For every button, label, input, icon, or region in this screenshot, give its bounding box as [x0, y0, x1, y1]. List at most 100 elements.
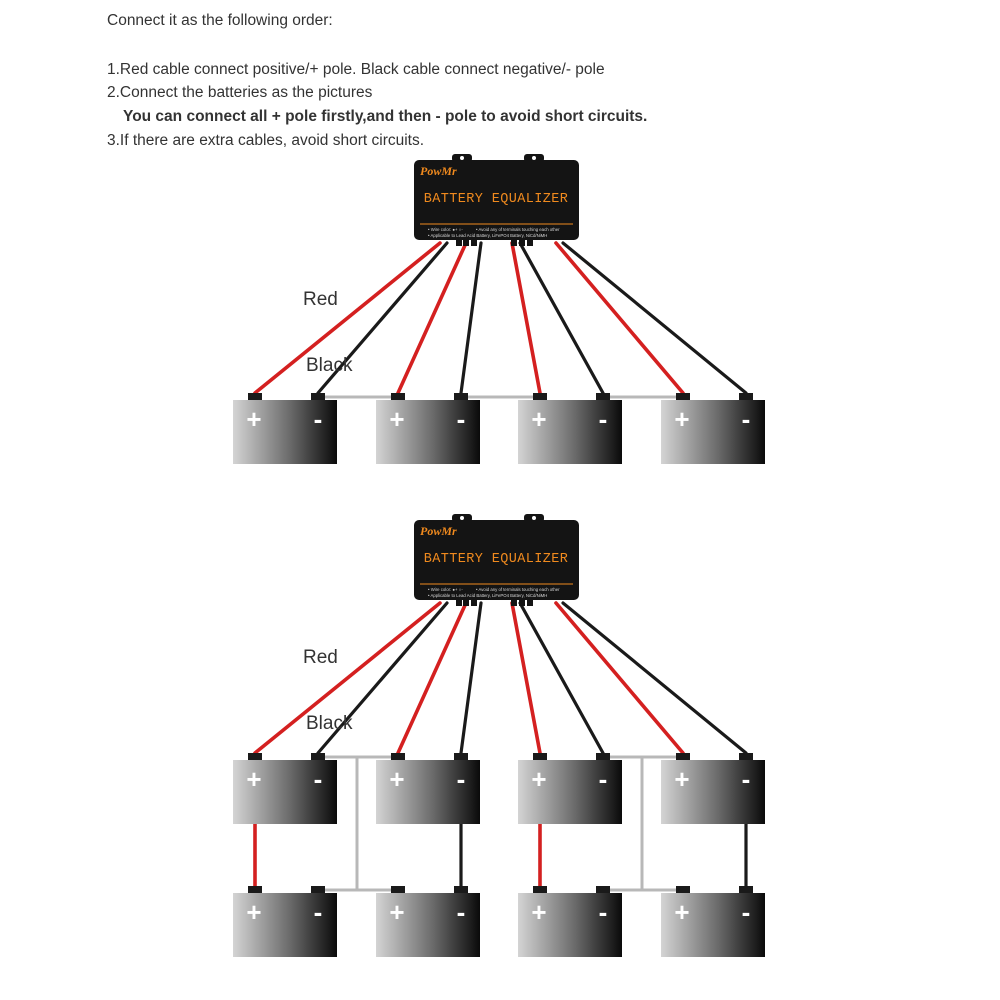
red-cable-label: Red	[303, 647, 338, 668]
minus-sign: -	[742, 764, 751, 794]
terminal-clip	[456, 598, 462, 606]
battery-lower-1: +-	[233, 886, 337, 957]
plus-sign: +	[674, 897, 689, 927]
negative-terminal	[311, 393, 325, 400]
terminal-clip	[471, 238, 477, 246]
equalizer-note: • Avoid any of terminals touching each o…	[476, 227, 560, 232]
positive-terminal	[533, 393, 547, 400]
plus-sign: +	[246, 764, 261, 794]
terminal-clip	[519, 598, 525, 606]
equalizer-body	[414, 520, 579, 600]
positive-terminal	[533, 753, 547, 760]
positive-terminal	[248, 753, 262, 760]
positive-terminal	[391, 886, 405, 893]
battery-body	[518, 400, 622, 464]
negative-terminal	[739, 886, 753, 893]
terminal-clip	[463, 238, 469, 246]
battery-top-3: +-	[518, 393, 622, 464]
battery-body	[661, 893, 765, 957]
battery-lower-4: +-	[661, 886, 765, 957]
battery-upper-2: +-	[376, 753, 480, 824]
battery-upper-3: +-	[518, 753, 622, 824]
battery-body	[376, 893, 480, 957]
battery-body	[661, 760, 765, 824]
equalizer-note: • Applicable to Lead Acid Battery, LiFeP…	[428, 233, 547, 238]
positive-terminal	[676, 886, 690, 893]
step-1-text: 1.Red cable connect positive/+ pole. Bla…	[107, 61, 605, 78]
battery-body	[376, 400, 480, 464]
battery-body	[376, 760, 480, 824]
battery-body	[233, 893, 337, 957]
battery-lower-3: +-	[518, 886, 622, 957]
brand-logo: PowMr	[420, 164, 457, 178]
terminal-clip	[511, 238, 517, 246]
plus-sign: +	[389, 764, 404, 794]
negative-terminal	[454, 753, 468, 760]
red-cable	[554, 601, 685, 755]
step-3-text: 3.If there are extra cables, avoid short…	[107, 132, 425, 149]
minus-sign: -	[457, 764, 466, 794]
mount-hole-left	[460, 156, 464, 160]
minus-sign: -	[314, 764, 323, 794]
positive-terminal	[391, 753, 405, 760]
terminal-clip	[456, 238, 462, 246]
battery-lower-2: +-	[376, 886, 480, 957]
equalizer-title: BATTERY EQUALIZER	[424, 192, 569, 207]
minus-sign: -	[314, 404, 323, 434]
red-cable	[253, 601, 442, 755]
terminal-clip	[511, 598, 517, 606]
black-cable	[561, 241, 748, 395]
equalizer-note: • Applicable to Lead Acid Battery, LiFeP…	[428, 593, 547, 598]
battery-body	[518, 893, 622, 957]
terminal-clip	[527, 238, 533, 246]
black-cable	[459, 241, 483, 395]
minus-sign: -	[314, 897, 323, 927]
positive-terminal	[248, 886, 262, 893]
black-cable-label: Black	[306, 355, 353, 376]
red-cable	[510, 241, 542, 395]
black-cable	[518, 601, 605, 755]
minus-sign: -	[742, 404, 751, 434]
plus-sign: +	[389, 404, 404, 434]
terminal-clip	[519, 238, 525, 246]
negative-terminal	[596, 886, 610, 893]
minus-sign: -	[599, 897, 608, 927]
red-cable	[510, 601, 542, 755]
intro-text: Connect it as the following order:	[107, 12, 333, 29]
step-2-text: 2.Connect the batteries as the pictures	[107, 84, 373, 101]
battery-body	[518, 760, 622, 824]
terminal-clip	[471, 598, 477, 606]
black-cable-label: Black	[306, 713, 353, 734]
black-cable	[316, 241, 449, 395]
negative-terminal	[596, 393, 610, 400]
plus-sign: +	[531, 404, 546, 434]
brand-logo: PowMr	[420, 524, 457, 538]
red-cable	[253, 241, 442, 395]
minus-sign: -	[599, 764, 608, 794]
battery-body	[661, 400, 765, 464]
red-cable	[396, 601, 468, 755]
minus-sign: -	[457, 897, 466, 927]
minus-sign: -	[599, 404, 608, 434]
negative-terminal	[454, 886, 468, 893]
mount-hole-left	[460, 516, 464, 520]
negative-terminal	[311, 753, 325, 760]
negative-terminal	[739, 753, 753, 760]
terminal-clip	[527, 598, 533, 606]
black-cable	[459, 601, 483, 755]
red-cable	[554, 241, 685, 395]
equalizer-title: BATTERY EQUALIZER	[424, 552, 569, 567]
equalizer-note: • Wire color: ●+ ○-	[428, 227, 463, 232]
battery-upper-4: +-	[661, 753, 765, 824]
black-cable	[316, 601, 449, 755]
negative-terminal	[454, 393, 468, 400]
plus-sign: +	[389, 897, 404, 927]
plus-sign: +	[674, 404, 689, 434]
plus-sign: +	[531, 897, 546, 927]
minus-sign: -	[457, 404, 466, 434]
plus-sign: +	[246, 897, 261, 927]
positive-terminal	[676, 753, 690, 760]
